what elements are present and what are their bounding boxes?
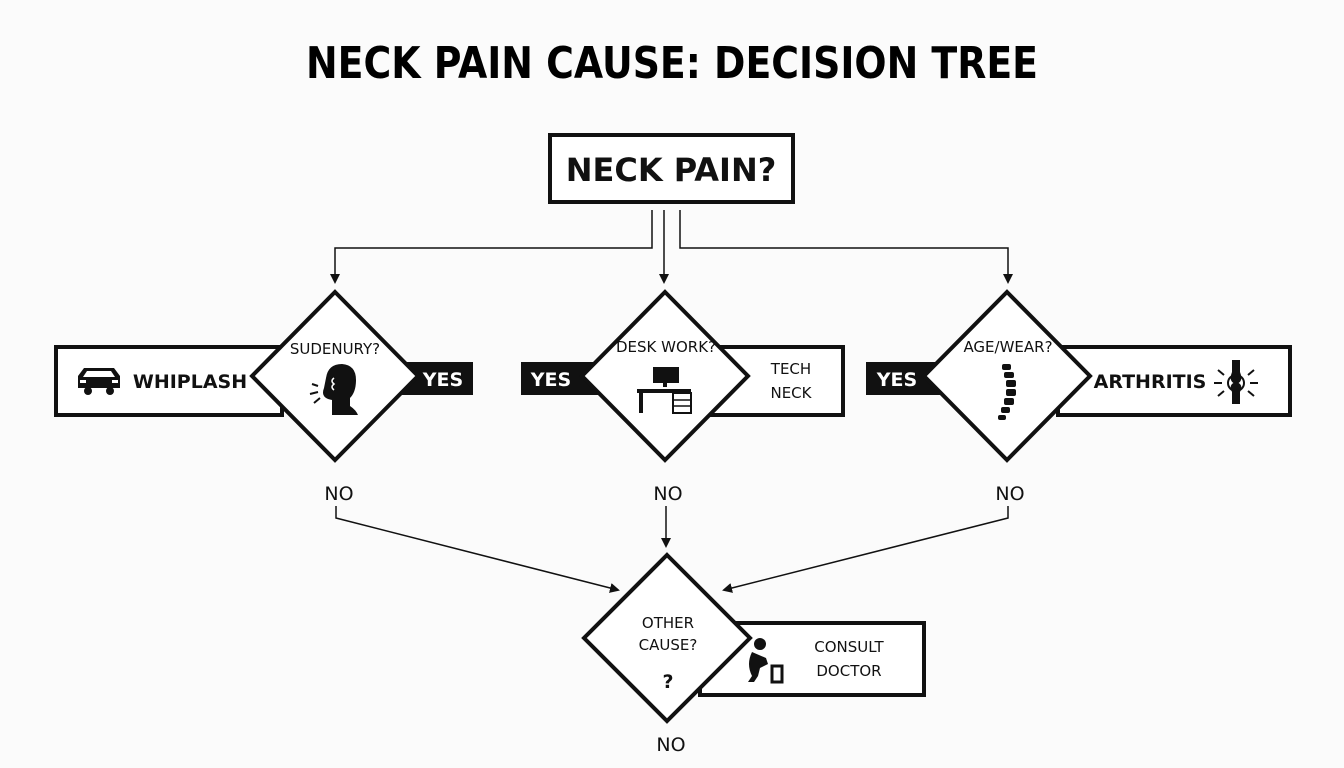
root-node: NECK PAIN?: [548, 133, 795, 204]
root-connectors: [330, 210, 1013, 284]
svg-text:YES: YES: [422, 369, 463, 391]
svg-text:YES: YES: [530, 369, 571, 391]
head-impact-icon: [309, 364, 358, 415]
page-title: NECK PAIN CAUSE: DECISION TREE: [306, 37, 1038, 88]
result-arthritis-label: ARTHRITIS: [1094, 371, 1207, 393]
decision-age-wear: AGE/WEAR?: [921, 289, 1093, 463]
decision-question: AGE/WEAR?: [963, 338, 1052, 356]
car-icon: [78, 368, 120, 395]
result-tech-line1: TECH: [770, 360, 811, 378]
decision-desk-work: DESK WORK?: [579, 289, 751, 463]
svg-text:YES: YES: [876, 369, 917, 391]
no-label-center: NO: [653, 483, 682, 505]
question-mark-icon: ?: [662, 671, 673, 693]
no-label-right: NO: [995, 483, 1024, 505]
no-label-bottom: NO: [656, 734, 685, 756]
result-whiplash: WHIPLASH: [54, 345, 284, 417]
result-arthritis: ARTHRITIS: [1056, 345, 1292, 417]
decision-question: SUDENURY?: [290, 340, 380, 358]
root-label: NECK PAIN?: [566, 151, 777, 189]
consult-line2: DOCTOR: [816, 662, 881, 680]
consult-line1: CONSULT: [814, 638, 884, 656]
decision-question-line1: OTHER: [642, 614, 694, 632]
no-label-left: NO: [324, 483, 353, 505]
no-connectors: [335, 506, 1009, 593]
spine-icon: [998, 364, 1016, 420]
result-tech-line2: NECK: [770, 384, 812, 402]
patient-icon: [748, 638, 784, 684]
decision-question: DESK WORK?: [616, 338, 716, 356]
result-whiplash-label: WHIPLASH: [133, 371, 247, 393]
decision-sudden-injury: SUDENURY?: [249, 289, 421, 463]
decision-question-line2: CAUSE?: [639, 636, 698, 654]
decision-other-cause: OTHER CAUSE? ?: [581, 552, 753, 724]
desk-icon: [637, 367, 692, 414]
joint-icon: [1214, 360, 1258, 404]
